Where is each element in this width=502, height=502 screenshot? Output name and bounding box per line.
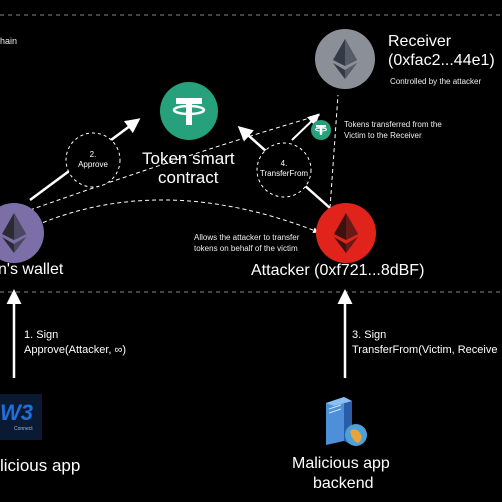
- w3-connect-logo: W3 Connect: [0, 394, 42, 440]
- attacker-node: [316, 203, 376, 263]
- receiver-note: Controlled by the attacker: [390, 77, 482, 86]
- ethereum-icon: [334, 213, 358, 253]
- token-contract-line1: Token smart: [142, 149, 235, 168]
- transfer-note-line2: Victim to the Receiver: [344, 131, 422, 140]
- step4-number: 4.: [280, 159, 288, 168]
- receiver-node: [315, 29, 375, 89]
- step2-text: Approve: [78, 160, 108, 169]
- malicious-app-label: licious app: [0, 456, 81, 475]
- step4-text: TransferFrom: [259, 169, 309, 178]
- token-to-receiver-arrow: [291, 113, 320, 141]
- allow-note-line2: tokens on behalf of the victim: [194, 244, 298, 253]
- step2-circle: [65, 132, 121, 188]
- ethereum-icon: [2, 213, 26, 253]
- step2-label: 2. Approve: [66, 150, 120, 170]
- victim-wallet-label: n's wallet: [0, 261, 64, 278]
- step4-circle: [256, 142, 312, 198]
- victim-receiver-dashed: [29, 114, 321, 211]
- ethereum-icon: [333, 39, 357, 79]
- w3-logo-mark: W3: [0, 400, 33, 425]
- victim-attacker-dashed: [29, 199, 320, 234]
- attacker-label: Attacker (0xf721...8dBF): [251, 262, 425, 279]
- tether-icon: [315, 125, 327, 135]
- backend-label-line2: backend: [313, 475, 374, 492]
- backend-label-line1: Malicious app: [292, 455, 390, 472]
- w3-logo-sub: Connect: [14, 426, 33, 432]
- step3-line1: 3. Sign: [352, 329, 387, 341]
- region-label: hain: [0, 36, 18, 46]
- step2-number: 2.: [89, 150, 97, 159]
- receiver-title: Receiver: [388, 33, 452, 50]
- victim-wallet-node: [0, 203, 44, 263]
- tether-icon: [172, 98, 206, 125]
- small-token-node: [311, 120, 331, 140]
- server-icon: [320, 393, 372, 449]
- token-contract-node: [160, 82, 218, 140]
- token-contract-line2: contract: [158, 168, 219, 187]
- step1-line1: 1. Sign: [24, 329, 59, 341]
- step4-label: 4. TransferFrom: [255, 159, 313, 179]
- allow-note-line1: Allows the attacker to transfer: [194, 233, 300, 242]
- to-receiver-dashed: [329, 94, 339, 209]
- step3-line2: TransferFrom(Victim, Receive: [352, 344, 498, 356]
- step1-line2: Approve(Attacker, ∞): [24, 344, 126, 356]
- receiver-address: (0xfac2...44e1): [388, 52, 495, 69]
- transfer-note-line1: Tokens transferred from the: [344, 120, 442, 129]
